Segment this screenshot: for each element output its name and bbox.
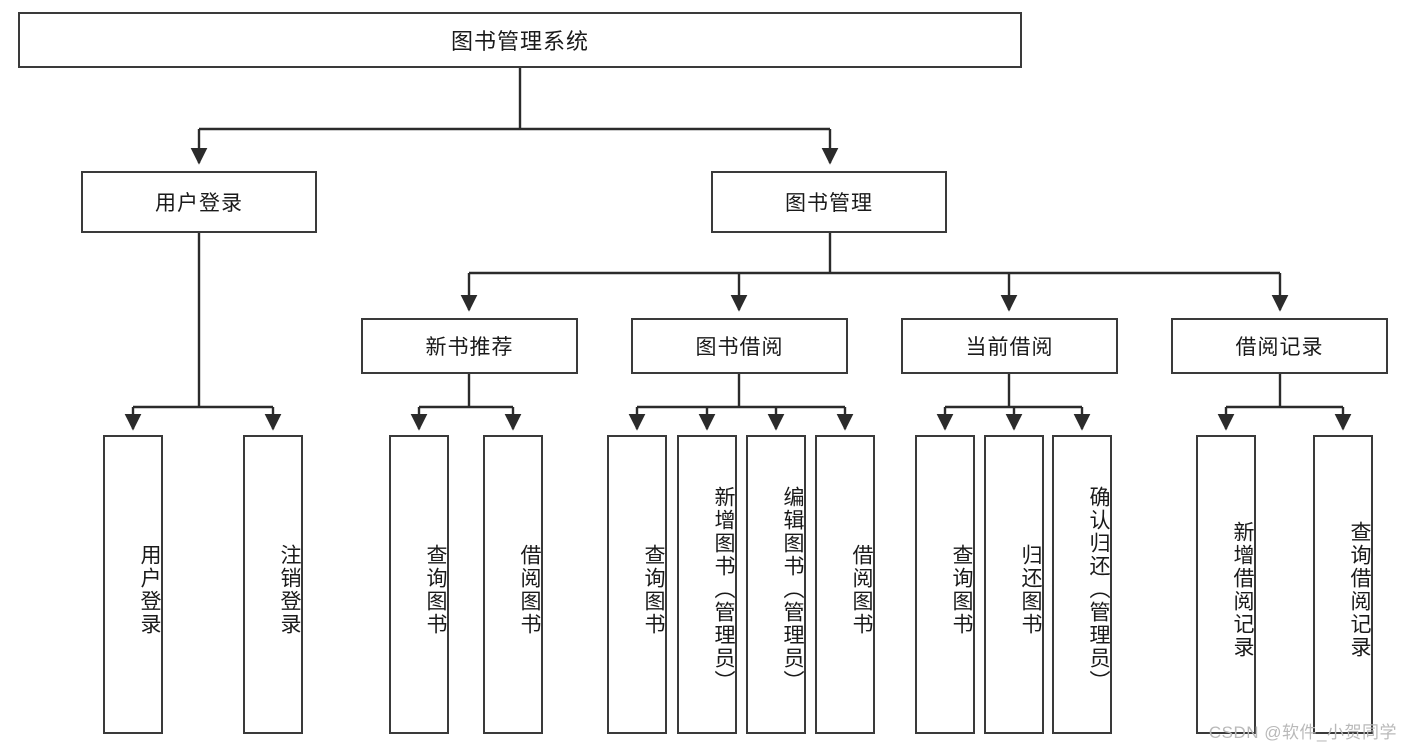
node-book-borrow[interactable]: 图书借阅 [631, 318, 848, 374]
node-leaf-query-book-2[interactable]: 查询图书 [607, 435, 667, 734]
node-book-manage-label: 图书管理 [785, 192, 873, 215]
node-leaf-add-book-label: 新增图书（管理员） [712, 486, 735, 693]
node-leaf-return-book[interactable]: 归还图书 [984, 435, 1044, 734]
node-leaf-edit-book[interactable]: 编辑图书（管理员） [746, 435, 806, 734]
node-leaf-add-book[interactable]: 新增图书（管理员） [677, 435, 737, 734]
node-book-borrow-label: 图书借阅 [695, 336, 784, 359]
node-leaf-query-book-3[interactable]: 查询图书 [915, 435, 975, 734]
node-borrow-record-label: 借阅记录 [1235, 336, 1324, 359]
node-leaf-query-book-2-label: 查询图书 [642, 543, 665, 636]
node-root-label: 图书管理系统 [450, 29, 589, 54]
node-new-book-recommend-label: 新书推荐 [425, 336, 514, 359]
node-current-borrow-label: 当前借阅 [965, 336, 1054, 359]
node-new-book-recommend[interactable]: 新书推荐 [361, 318, 578, 374]
node-leaf-borrow-book-1-label: 借阅图书 [518, 543, 541, 636]
node-leaf-query-book-1[interactable]: 查询图书 [389, 435, 449, 734]
node-book-manage[interactable]: 图书管理 [711, 171, 947, 233]
node-leaf-query-record-label: 查询借阅记录 [1348, 520, 1371, 659]
node-leaf-query-book-3-label: 查询图书 [950, 543, 973, 636]
node-leaf-confirm-return-label: 确认归还（管理员） [1087, 486, 1110, 693]
node-leaf-logout-label: 注销登录 [278, 543, 301, 636]
node-leaf-edit-book-label: 编辑图书（管理员） [781, 486, 804, 693]
node-leaf-query-book-1-label: 查询图书 [424, 543, 447, 636]
node-leaf-user-login-label: 用户登录 [138, 543, 161, 636]
node-leaf-borrow-book-1[interactable]: 借阅图书 [483, 435, 543, 734]
node-root[interactable]: 图书管理系统 [18, 12, 1022, 68]
node-current-borrow[interactable]: 当前借阅 [901, 318, 1118, 374]
node-leaf-query-record[interactable]: 查询借阅记录 [1313, 435, 1373, 734]
node-borrow-record[interactable]: 借阅记录 [1171, 318, 1388, 374]
node-leaf-return-book-label: 归还图书 [1019, 543, 1042, 636]
watermark-text: CSDN @软件_小贺同学 [1208, 723, 1397, 742]
node-leaf-borrow-book-2[interactable]: 借阅图书 [815, 435, 875, 734]
node-leaf-borrow-book-2-label: 借阅图书 [850, 543, 873, 636]
node-user-login-label: 用户登录 [155, 192, 243, 215]
node-leaf-add-record-label: 新增借阅记录 [1231, 520, 1254, 659]
node-leaf-add-record[interactable]: 新增借阅记录 [1196, 435, 1256, 734]
node-leaf-confirm-return[interactable]: 确认归还（管理员） [1052, 435, 1112, 734]
node-leaf-logout[interactable]: 注销登录 [243, 435, 303, 734]
node-user-login[interactable]: 用户登录 [81, 171, 317, 233]
node-leaf-user-login[interactable]: 用户登录 [103, 435, 163, 734]
